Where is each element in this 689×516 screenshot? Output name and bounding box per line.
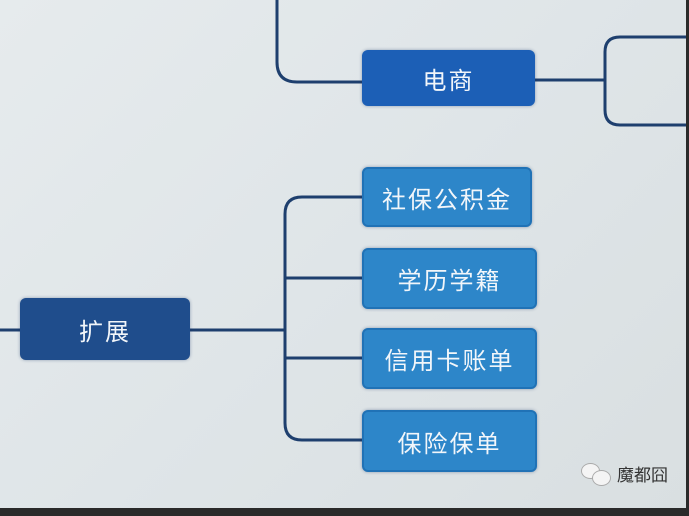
node-label: 保险保单 [397, 429, 502, 458]
node-credit-card[interactable]: 信用卡账单 [362, 328, 537, 389]
wechat-icon [581, 462, 611, 486]
node-label: 学历学籍 [397, 267, 502, 295]
node-label: 社保公积金 [382, 185, 512, 214]
connector-right-box [603, 35, 686, 127]
node-label: 扩展 [79, 317, 131, 346]
node-education[interactable]: 学历学籍 [362, 248, 537, 309]
node-label: 电商 [422, 66, 475, 95]
node-ecommerce[interactable]: 电商 [362, 50, 535, 106]
node-insurance[interactable]: 保险保单 [362, 410, 537, 472]
watermark-text: 魔都囧 [617, 466, 668, 486]
watermark: 魔都囧 [581, 461, 668, 486]
node-extension[interactable]: 扩展 [20, 298, 190, 360]
connector-top [275, 0, 362, 84]
connector-branch-trunk [283, 195, 362, 442]
node-social-security[interactable]: 社保公积金 [362, 167, 532, 227]
node-label: 信用卡账单 [384, 347, 515, 375]
